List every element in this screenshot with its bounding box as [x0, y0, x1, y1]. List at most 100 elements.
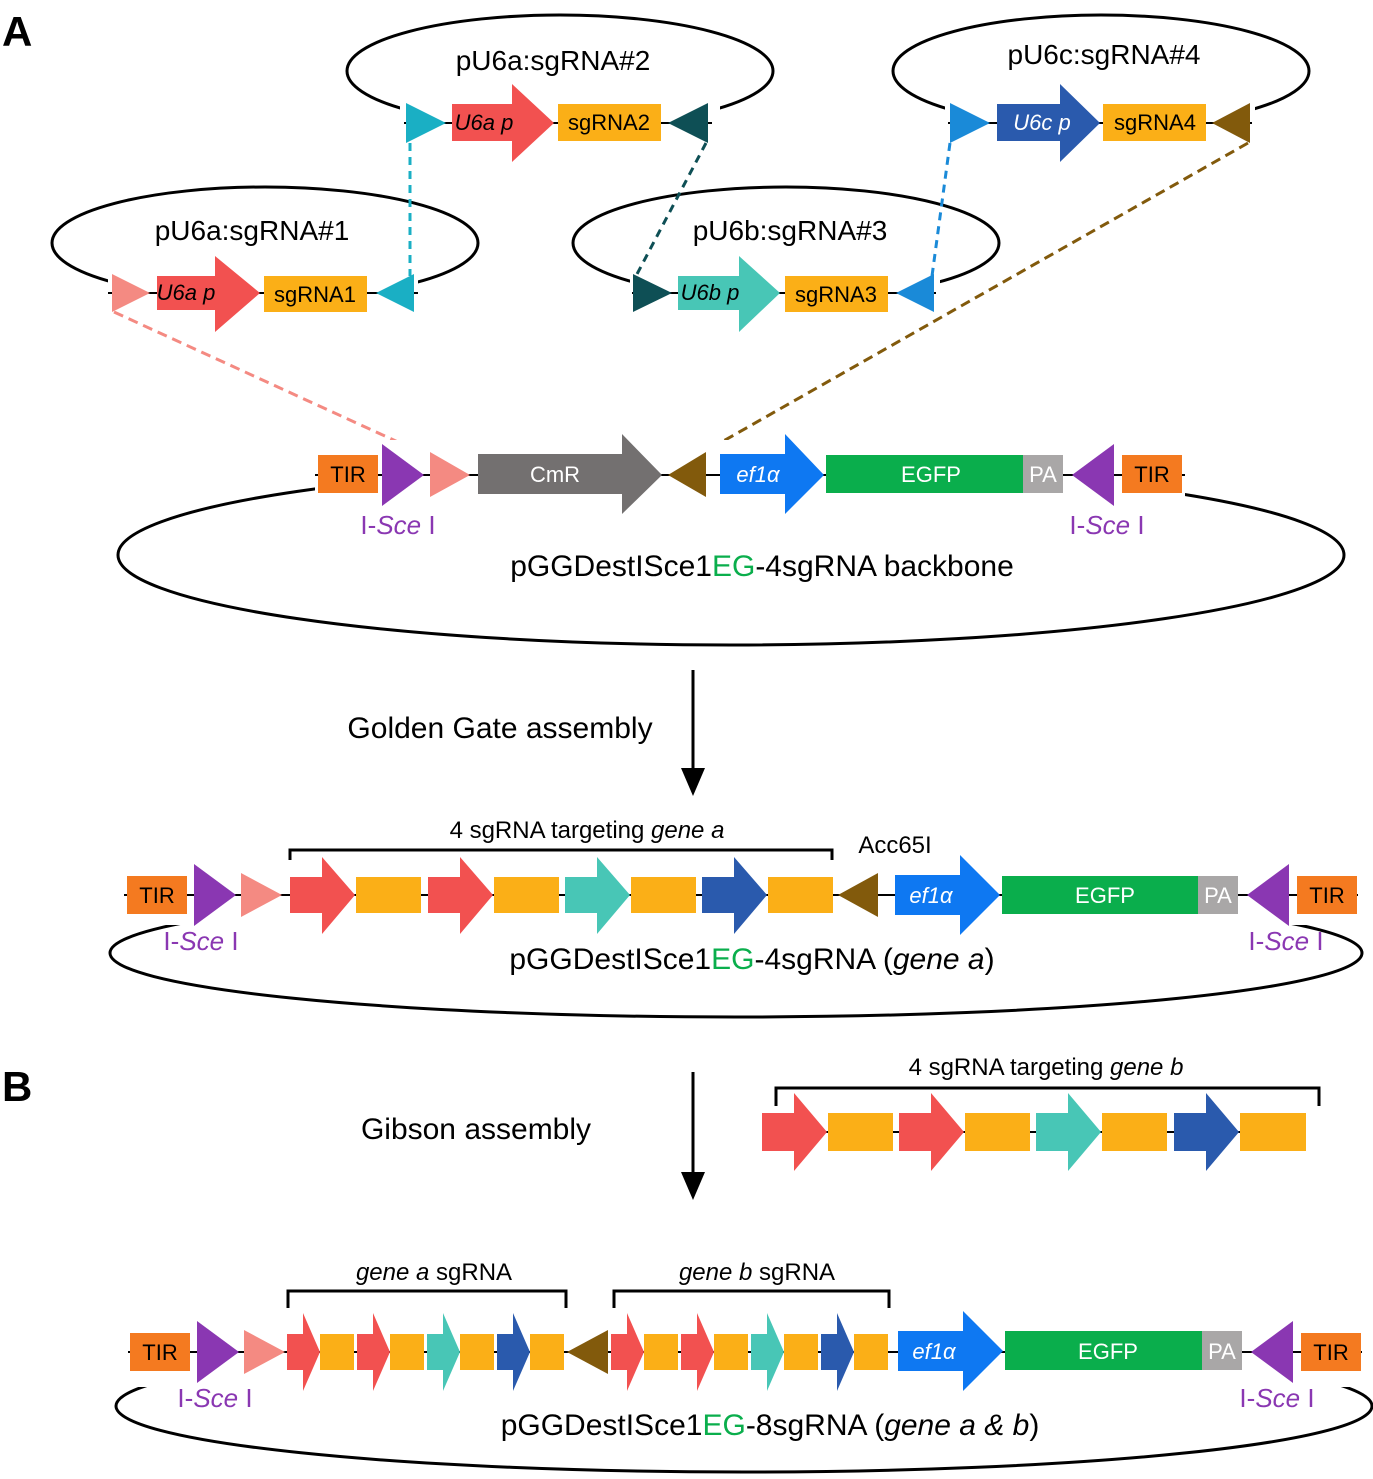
sgrna4-label: sgRNA4: [1114, 110, 1196, 135]
isce-label-a-right: I-Sce I: [1248, 926, 1323, 956]
tir-box-left: [318, 455, 378, 493]
plasmid-1-name: pU6a:sgRNA#1: [155, 215, 350, 246]
isce-site-left: [382, 444, 424, 506]
u6b-promoter-arrow: [678, 256, 780, 332]
tir-box-a-right: [1297, 876, 1357, 914]
u6c-promoter-label: U6c p: [1013, 110, 1070, 135]
insert-b-bracket: [774, 1086, 1321, 1106]
plasmid-2-name: pU6a:sgRNA#2: [456, 45, 651, 76]
cmr-arrow: [478, 434, 662, 514]
tir-label-b-left: TIR: [142, 1340, 177, 1365]
isce-label-backbone-right: I-Sce I: [1069, 510, 1144, 540]
bsai-site-brown-a: [838, 873, 878, 917]
ef1a-arrow-b: [898, 1311, 1003, 1391]
sgrna-box-b4: [1240, 1113, 1306, 1151]
sgrna3-box: [785, 276, 888, 312]
pa-box-a: [1198, 876, 1238, 914]
bsai-site-teal-1: [376, 274, 414, 312]
sgrna-box-b2: [965, 1113, 1030, 1151]
bsai-site-brown-b: [567, 1330, 608, 1374]
u6a-arrow-c5: [611, 1313, 644, 1391]
insert-b-bracket-label: 4 sgRNA targeting gene b: [909, 1054, 1184, 1081]
bsai-site-dark-teal-1: [668, 103, 708, 143]
sgrna-box-c8: [854, 1334, 888, 1370]
u6b-arrow-b3: [1036, 1093, 1101, 1171]
plasmid-3-cassette: U6b p sgRNA3: [632, 256, 936, 332]
pa-box-backbone: [1023, 455, 1063, 493]
bsai-site-salmon-a: [241, 873, 282, 917]
egfp-label-a: EGFP: [1075, 883, 1135, 908]
isce-site-b-right: [1251, 1321, 1293, 1383]
u6c-arrow-b4: [1174, 1093, 1239, 1171]
isce-site-b-left: [197, 1321, 239, 1383]
sgrna-box-b1: [828, 1113, 893, 1151]
tir-box-b-left: [130, 1333, 190, 1371]
connector-dark-teal: [634, 142, 708, 277]
u6b-arrow-c7: [751, 1313, 784, 1391]
isce-label-a-left: I-Sce I: [163, 926, 238, 956]
tir-label-left: TIR: [330, 462, 365, 487]
u6c-arrow-c8: [821, 1313, 854, 1391]
u6a-promoter-arrow-1: [157, 256, 260, 332]
u6c-promoter-arrow: [997, 84, 1100, 162]
construct-a-cassette: TIR ef1α EGFP PA TIR: [124, 855, 1358, 935]
egfp-box-backbone: [826, 455, 1023, 493]
gibson-label: Gibson assembly: [361, 1113, 591, 1146]
isce-site-a-left: [194, 864, 236, 926]
u6a-promoter-label-2: U6a p: [455, 110, 514, 135]
egfp-box-b: [1005, 1331, 1202, 1370]
sgrna-box-c1: [320, 1334, 354, 1370]
construct-a-name: pGGDestISce1EG-4sgRNA (gene a): [509, 943, 994, 976]
sgrna2-label: sgRNA2: [568, 110, 650, 135]
pa-label-a: PA: [1204, 883, 1232, 908]
tir-label-right: TIR: [1134, 462, 1169, 487]
construct-b-name: pGGDestISce1EG-8sgRNA (gene a & b): [501, 1409, 1040, 1442]
bsai-site-blue-2: [950, 103, 990, 143]
plasmid-1-cassette: U6a p sgRNA1: [108, 256, 418, 332]
connector-brown: [689, 141, 1249, 462]
u6a-arrow-c2: [357, 1313, 390, 1391]
sgrna3-label: sgRNA3: [795, 282, 877, 307]
isce-label-b-left: I-Sce I: [177, 1383, 252, 1413]
egfp-box-a: [1002, 876, 1198, 914]
gibson-arrowhead: [681, 1172, 705, 1200]
ef1a-arrow-backbone: [720, 434, 824, 514]
cmr-label: CmR: [530, 462, 580, 487]
sgrna-box-c4: [530, 1334, 564, 1370]
sgrna1-box: [264, 276, 367, 312]
ef1a-label-b: ef1α: [912, 1339, 957, 1364]
u6a-promoter-arrow-2: [452, 84, 554, 162]
tir-label-a-left: TIR: [139, 883, 174, 908]
bsai-site-brown-backbone: [668, 452, 706, 497]
tir-box-a-left: [127, 876, 187, 914]
backbone-name: pGGDestISce1EG-4sgRNA backbone: [510, 550, 1014, 583]
u6a-arrow-b2: [899, 1093, 964, 1171]
acc65i-label: Acc65I: [858, 832, 931, 859]
construct-a-bracket-label: 4 sgRNA targeting gene a: [450, 817, 725, 844]
pa-label-b: PA: [1208, 1339, 1236, 1364]
golden-gate-label: Golden Gate assembly: [347, 712, 652, 745]
construct-a-bracket: [288, 848, 834, 868]
sgrna1-label: sgRNA1: [274, 282, 356, 307]
panel-label-b: B: [2, 1063, 32, 1110]
sgrna-box-c5: [644, 1334, 678, 1370]
panel-label-a: A: [2, 8, 32, 55]
tir-label-b-right: TIR: [1313, 1340, 1348, 1365]
tir-box-right: [1122, 455, 1182, 493]
bsai-site-salmon-backbone: [430, 452, 470, 497]
u6b-arrow-a3: [565, 857, 630, 934]
plasmid-2-cassette: U6a p sgRNA2: [404, 84, 712, 162]
isce-site-a-right: [1247, 864, 1289, 926]
construct-b-bracket-b: [612, 1289, 891, 1308]
tir-box-b-right: [1301, 1333, 1361, 1371]
pa-label-backbone: PA: [1029, 462, 1057, 487]
bsai-site-blue-1: [896, 274, 934, 312]
plasmid-3-name: pU6b:sgRNA#3: [693, 215, 888, 246]
isce-label-b-right: I-Sce I: [1239, 1383, 1314, 1413]
u6a-arrow-c1: [287, 1313, 320, 1391]
connector-blue: [930, 142, 952, 277]
isce-label-backbone-left: I-Sce I: [360, 510, 435, 540]
backbone-cassette: TIR CmR ef1α EGFP PA TIR: [315, 434, 1185, 514]
